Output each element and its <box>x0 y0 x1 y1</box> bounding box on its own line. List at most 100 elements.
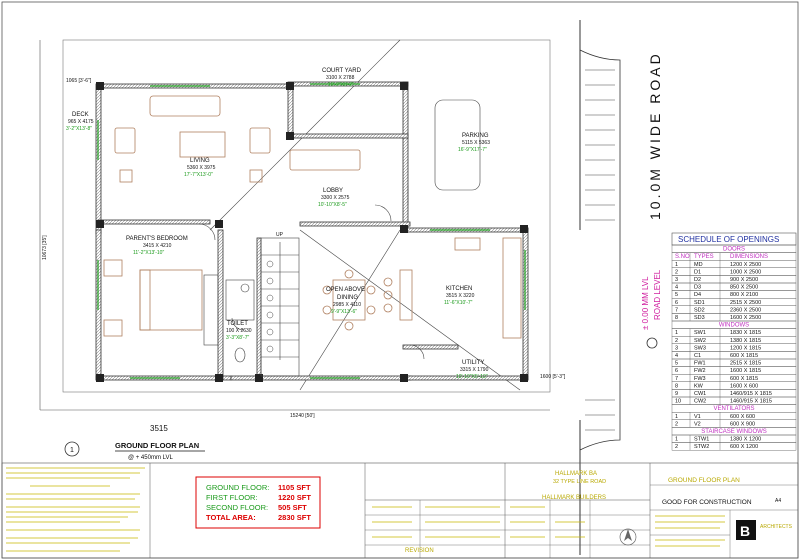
project-name-2: 32 TYPE LINE ROAD <box>553 479 606 485</box>
dining-table-icon <box>322 269 376 331</box>
toilet-fixtures <box>225 279 255 363</box>
schedule-row-sno: 2 <box>675 444 678 450</box>
stair-up-label: UP <box>276 232 284 238</box>
schedule-row-dims: 2515 X 1815 <box>730 361 761 367</box>
bedroom-dim: 3415 X 4210 <box>143 243 172 249</box>
schedule-section-title: VENTILATORS <box>713 406 754 412</box>
schedule-row-type: FW3 <box>694 376 706 382</box>
lobby-imp: 10'-10"X8'-5" <box>318 202 347 208</box>
schedule-row-type: STW2 <box>694 444 709 450</box>
schedule-row-dims: 900 X 2500 <box>730 277 758 283</box>
court-wall-right <box>402 81 409 233</box>
plan-number-bubble <box>64 441 80 457</box>
bed-icon <box>103 259 203 337</box>
court-yard-name: COURT YARD <box>322 68 362 74</box>
schedule-row-sno: 2 <box>675 421 678 427</box>
area-box <box>195 476 321 529</box>
project-name-1: HALLMARK BA <box>555 471 597 477</box>
road-level-2: ROAD LEVEL <box>653 269 662 320</box>
toilet-dim: 100 X 2630 <box>226 328 252 334</box>
door-swings <box>198 185 425 360</box>
schedule-row-dims: 1600 X 2500 <box>730 315 761 321</box>
schedule-section-title: STAIRCASE WINDOWS <box>701 429 767 435</box>
firm-logo-mark: B <box>740 523 750 539</box>
schedule-header-type: TYPES <box>694 254 714 260</box>
schedule-row-sno: 2 <box>675 338 678 344</box>
utility-imp: 10'-10"X5'-10" <box>456 374 488 380</box>
firm-logo-icon <box>736 520 756 540</box>
bottom-width-dim: 15240 [50'] <box>290 413 315 419</box>
schedule-header-dims: DIMENSIONS <box>730 254 768 260</box>
schedule-row-sno: 4 <box>675 285 678 291</box>
schedule-row-sno: 3 <box>675 345 678 351</box>
schedule-row-type: SD3 <box>694 315 705 321</box>
revision-label: REVISION <box>405 548 434 554</box>
road-curve <box>579 49 621 451</box>
schedule-row-sno: 7 <box>675 376 678 382</box>
schedule-row-type: C1 <box>694 353 701 359</box>
schedule-row-sno: 9 <box>675 391 678 397</box>
plot-boundary <box>62 39 551 393</box>
plan-title: GROUND FLOOR PLAN <box>115 441 199 450</box>
area-label: TOTAL AREA: <box>206 513 256 522</box>
schedule-row-type: SW3 <box>694 345 706 351</box>
schedule-row-dims: 1380 X 1815 <box>730 338 761 344</box>
schedule-row-dims: 800 X 2100 <box>730 292 758 298</box>
side-height-dim: 10673 [35'] <box>42 235 48 260</box>
schedule-row-dims: 1200 X 1815 <box>730 345 761 351</box>
schedule-row-type: KW <box>694 383 704 389</box>
schedule-row-type: D4 <box>694 292 701 298</box>
lobby-furniture <box>289 149 361 171</box>
schedule-row-sno: 6 <box>675 368 678 374</box>
lobby-name: LOBBY <box>323 188 343 194</box>
road-ramp <box>585 69 615 431</box>
parking-imp: 16'-9"X17'-7" <box>458 147 487 153</box>
living-name: LIVING <box>190 158 210 164</box>
schedule-row-type: SW2 <box>694 338 706 344</box>
drawing-status: GOOD FOR CONSTRUCTION <box>662 499 752 506</box>
parking-dim: 5115 X 5363 <box>462 140 490 146</box>
schedule-row-type: V2 <box>694 421 701 427</box>
dining-wall-top <box>299 221 411 227</box>
living-imp: 17'-7"X13'-0" <box>184 172 213 178</box>
columns <box>96 82 528 382</box>
area-value: 2830 SFT <box>278 513 311 522</box>
notes-fine-print <box>6 467 145 552</box>
plan-subtitle: @ + 450mm LVL <box>128 455 173 461</box>
schedule-row-sno: 2 <box>675 269 678 275</box>
area-value: 1105 SFT <box>278 483 311 492</box>
toilet-imp: 3'-3"X8'-7" <box>226 335 249 341</box>
schedule-row-type: V1 <box>694 414 701 420</box>
schedule-row-dims: 600 X 1815 <box>730 376 758 382</box>
schedule-title: SCHEDULE OF OPENINGS <box>678 235 779 244</box>
utility-wall <box>402 344 459 350</box>
living-wall-bottom <box>97 219 211 225</box>
area-label: FIRST FLOOR: <box>206 493 258 502</box>
firm-name: ARCHITECTS <box>760 524 793 530</box>
living-wall-right <box>287 83 294 137</box>
schedule-row-type: FW2 <box>694 368 706 374</box>
schedule-row-sno: 7 <box>675 307 678 313</box>
schedule-row-sno: 6 <box>675 300 678 306</box>
court-yard-dim: 3100 X 2788 <box>326 75 355 81</box>
area-value: 1220 SFT <box>278 493 311 502</box>
kitchen-imp: 11'-6"X10'-7" <box>444 300 473 306</box>
schedule-row-type: D2 <box>694 277 701 283</box>
schedule-row-type: CW1 <box>694 391 706 397</box>
deck-imp: 3'-2"X13'-8" <box>66 126 92 132</box>
schedule-row-sno: 1 <box>675 262 678 268</box>
deck-name: DECK <box>72 112 89 118</box>
schedule-row-sno: 8 <box>675 315 678 321</box>
left-offset-dim: 1065 [3'-6"] <box>66 78 92 84</box>
living-dim: 5360 X 3975 <box>187 165 216 171</box>
court-wall-bottom <box>287 133 409 139</box>
schedule-row-dims: 600 X 600 <box>730 414 755 420</box>
schedule-row-dims: 600 X 1815 <box>730 353 758 359</box>
dining-dim: 2985 X 4110 <box>333 302 361 308</box>
schedule-row-type: SD1 <box>694 300 705 306</box>
schedule-row-dims: 2360 X 2500 <box>730 307 761 313</box>
schedule-row-sno: 5 <box>675 361 678 367</box>
schedule-row-type: FW1 <box>694 361 706 367</box>
schedule-row-dims: 600 X 1200 <box>730 444 758 450</box>
